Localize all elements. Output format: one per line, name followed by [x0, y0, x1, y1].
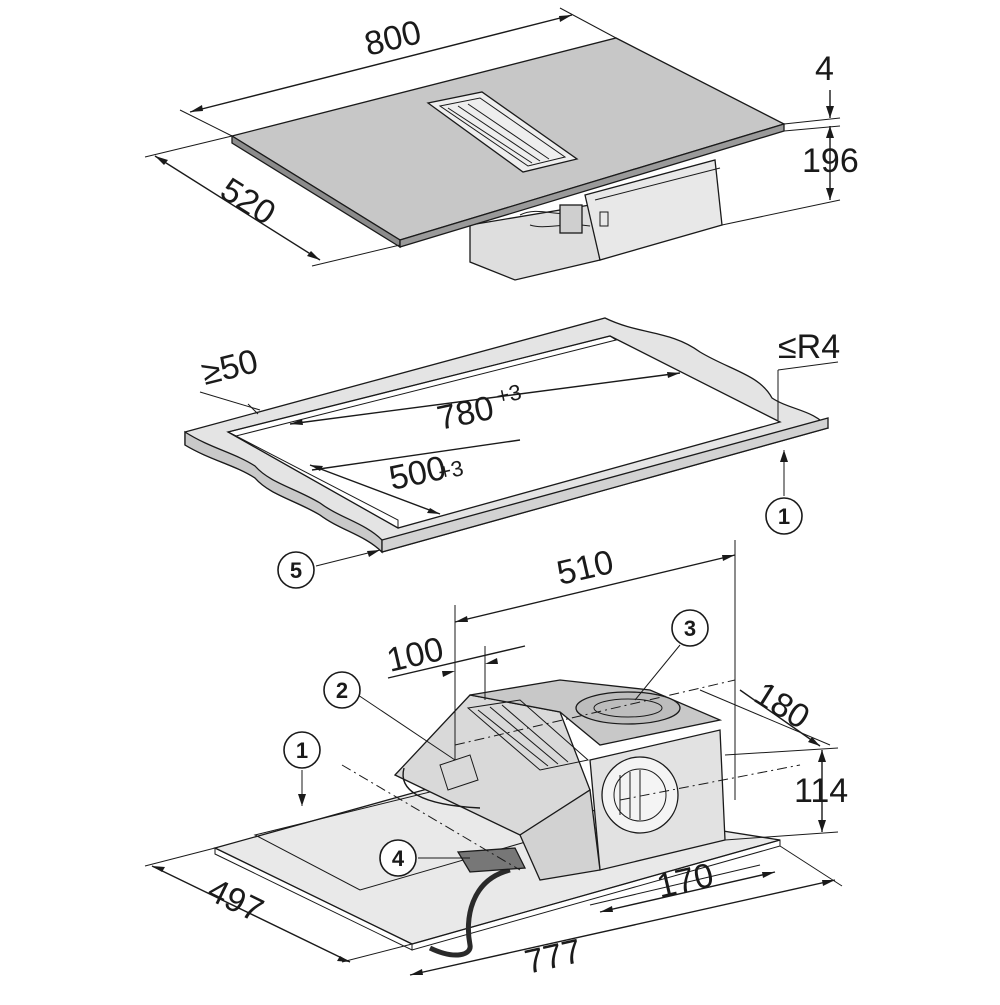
offset-label: 100 [383, 630, 447, 680]
installation-drawing: 510 100 180 114 170 497 [144, 540, 848, 982]
svg-text:4: 4 [392, 846, 405, 871]
cutout-depth-tolerance: +3 [436, 455, 466, 485]
hob-depth-label: 520 [214, 171, 282, 233]
hob-height-label: 196 [802, 142, 859, 180]
callout-2-panel: 2 [323, 671, 361, 709]
svg-text:2: 2 [336, 678, 348, 703]
cable-connector [456, 847, 527, 873]
hob-drawing: 800 520 4 196 [144, 7, 859, 281]
callout-1-countertop: 1 [765, 497, 803, 535]
callout-4-cable: 4 [379, 839, 417, 877]
power-cable [428, 867, 511, 958]
svg-text:3: 3 [684, 616, 696, 641]
hob-width-label: 800 [361, 13, 425, 64]
fan-housing-left [393, 694, 591, 836]
svg-text:1: 1 [778, 504, 790, 529]
callout-3-outlet: 3 [671, 609, 709, 647]
fan-housing-corner [519, 788, 601, 881]
fan-grille [466, 699, 590, 771]
cutout-drawing: 780 +3 500 +3 ≥50 ≤R4 1 5 [184, 317, 840, 589]
glass-thickness-label: 4 [815, 50, 834, 88]
corner-radius-label: ≤R4 [778, 328, 840, 366]
svg-text:5: 5 [290, 558, 302, 583]
callout-1-countertop-bottom: 1 [283, 731, 321, 769]
svg-text:1: 1 [296, 738, 308, 763]
cutout-width-tolerance: +3 [494, 379, 524, 409]
air-outlet [575, 691, 681, 725]
fan-height-label: 114 [794, 772, 848, 810]
frame-width-label: 777 [521, 932, 585, 982]
edge-distance-label: ≥50 [198, 342, 262, 393]
fan-width-label: 180 [748, 675, 816, 737]
callout-5-seal: 5 [277, 551, 315, 589]
extractor-slot [426, 91, 579, 173]
frame-depth-label: 497 [201, 871, 269, 930]
